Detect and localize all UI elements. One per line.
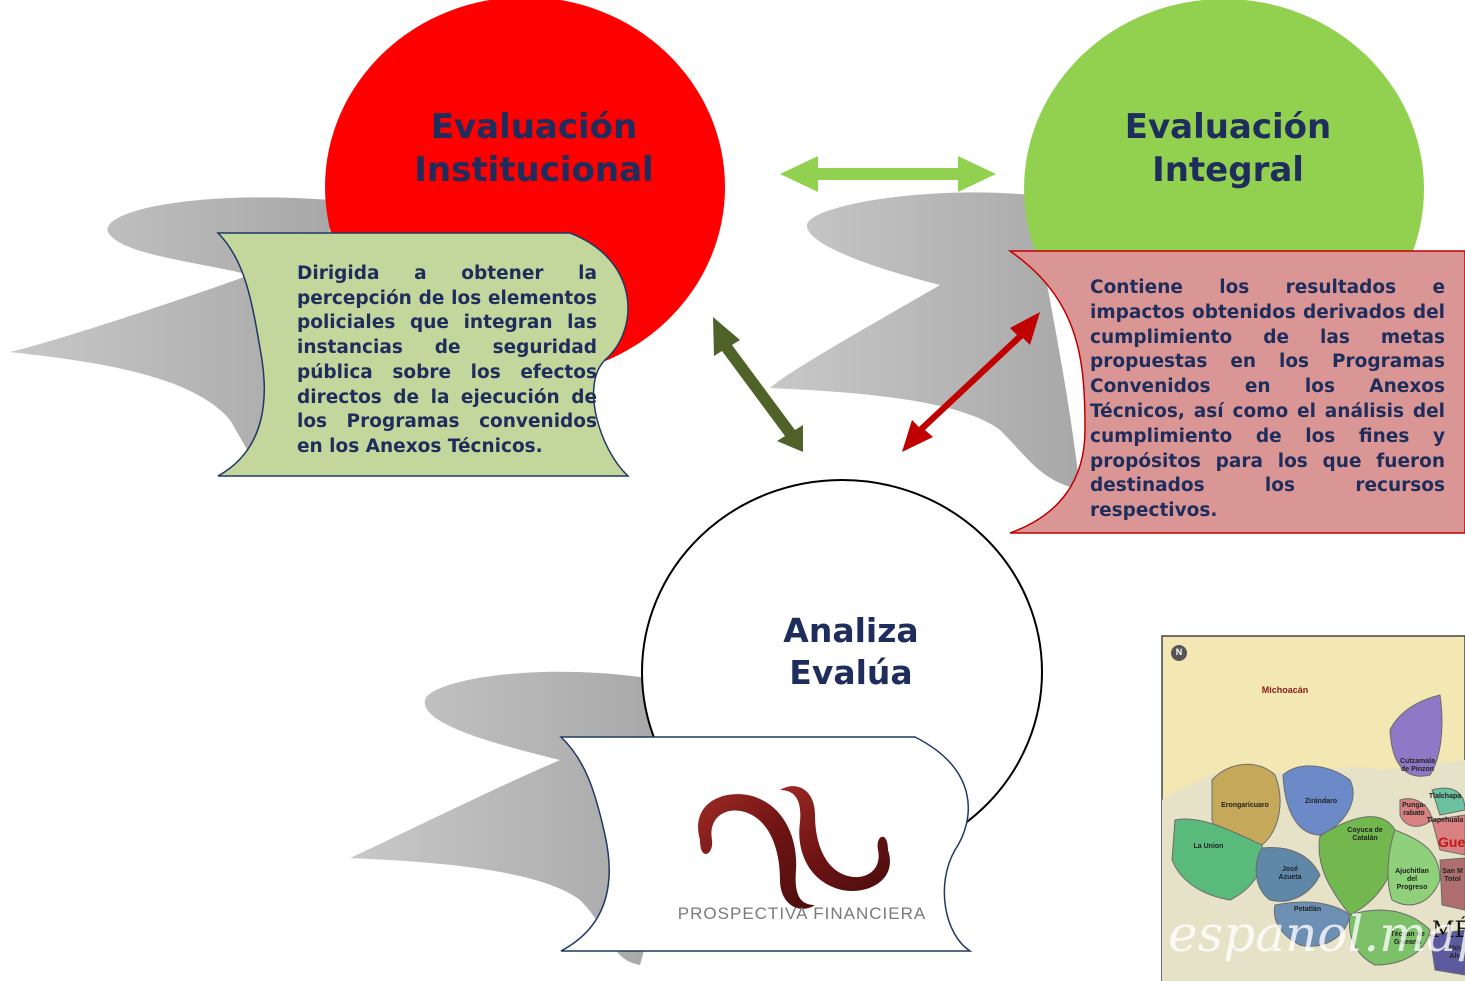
map-label-tlalchapa: Tlalchapa	[1428, 793, 1462, 800]
map-label-ajuchitlan: Ajuchitlan del Progreso	[1395, 868, 1429, 891]
arrow-integral-analiza	[902, 312, 1040, 452]
map-label-petatlan: Petatlán	[1293, 906, 1322, 913]
map-label-cutzamala: Cutzamala de Pinzon	[1399, 758, 1435, 773]
map-label-zirandaro: Zirándaro	[1304, 798, 1338, 805]
title-line-1: Analiza	[783, 611, 919, 650]
logo-caption: PROSPECTIVA FINANCIERA	[677, 904, 927, 923]
map-label-tecpan: Técpan de Galeana	[1390, 931, 1425, 946]
map-label-michoacan: Michoacán	[1261, 685, 1309, 695]
title-evaluacion-integral: Evaluación Integral	[1078, 106, 1378, 192]
title-line-2: Institucional	[414, 150, 654, 190]
scroll-institucional	[215, 232, 630, 477]
scroll-integral	[1007, 250, 1465, 534]
map-label-state: Gue	[1438, 834, 1465, 850]
map-label-launion: La Union	[1193, 843, 1224, 850]
text-integral-description: Contiene los resultados e impactos obten…	[1090, 277, 1445, 522]
map-label-jose-azueta: José Azueta	[1278, 866, 1302, 881]
title-line-1: Evaluación	[1124, 107, 1332, 147]
map-label-tlapehuala: Tlapehuala	[1426, 817, 1464, 824]
title-evaluacion-institucional: Evaluación Institucional	[384, 106, 684, 192]
title-line-2: Integral	[1152, 150, 1304, 190]
arrow-institucional-integral	[780, 156, 996, 192]
title-line-1: Evaluación	[430, 107, 638, 147]
title-analiza-evalua: Analiza Evalúa	[751, 610, 951, 694]
map-label-erongaricuaro: Erongarícuaro	[1221, 802, 1269, 809]
map-label-pungarabato: Punga-rabato	[1402, 802, 1426, 817]
text-institucional-description: Dirigida a obtener la percepción de los …	[297, 263, 597, 457]
scroll-logo	[559, 736, 973, 952]
prospectiva-logo-icon	[698, 786, 890, 909]
map-label-san-miguel: San M Totol	[1442, 868, 1463, 883]
map-label-country: MÉ	[1432, 918, 1465, 943]
compass-icon: N	[1175, 647, 1183, 657]
map-label-coyuca: Coyuca de Catalán	[1347, 827, 1383, 842]
map-guerrero	[1161, 635, 1465, 981]
arrow-institucional-analiza	[713, 317, 803, 452]
title-line-2: Evalúa	[789, 653, 913, 692]
map-watermark: espanol.map	[1168, 905, 1465, 963]
map-label-atoyac: Atoy Alv	[1447, 945, 1463, 960]
